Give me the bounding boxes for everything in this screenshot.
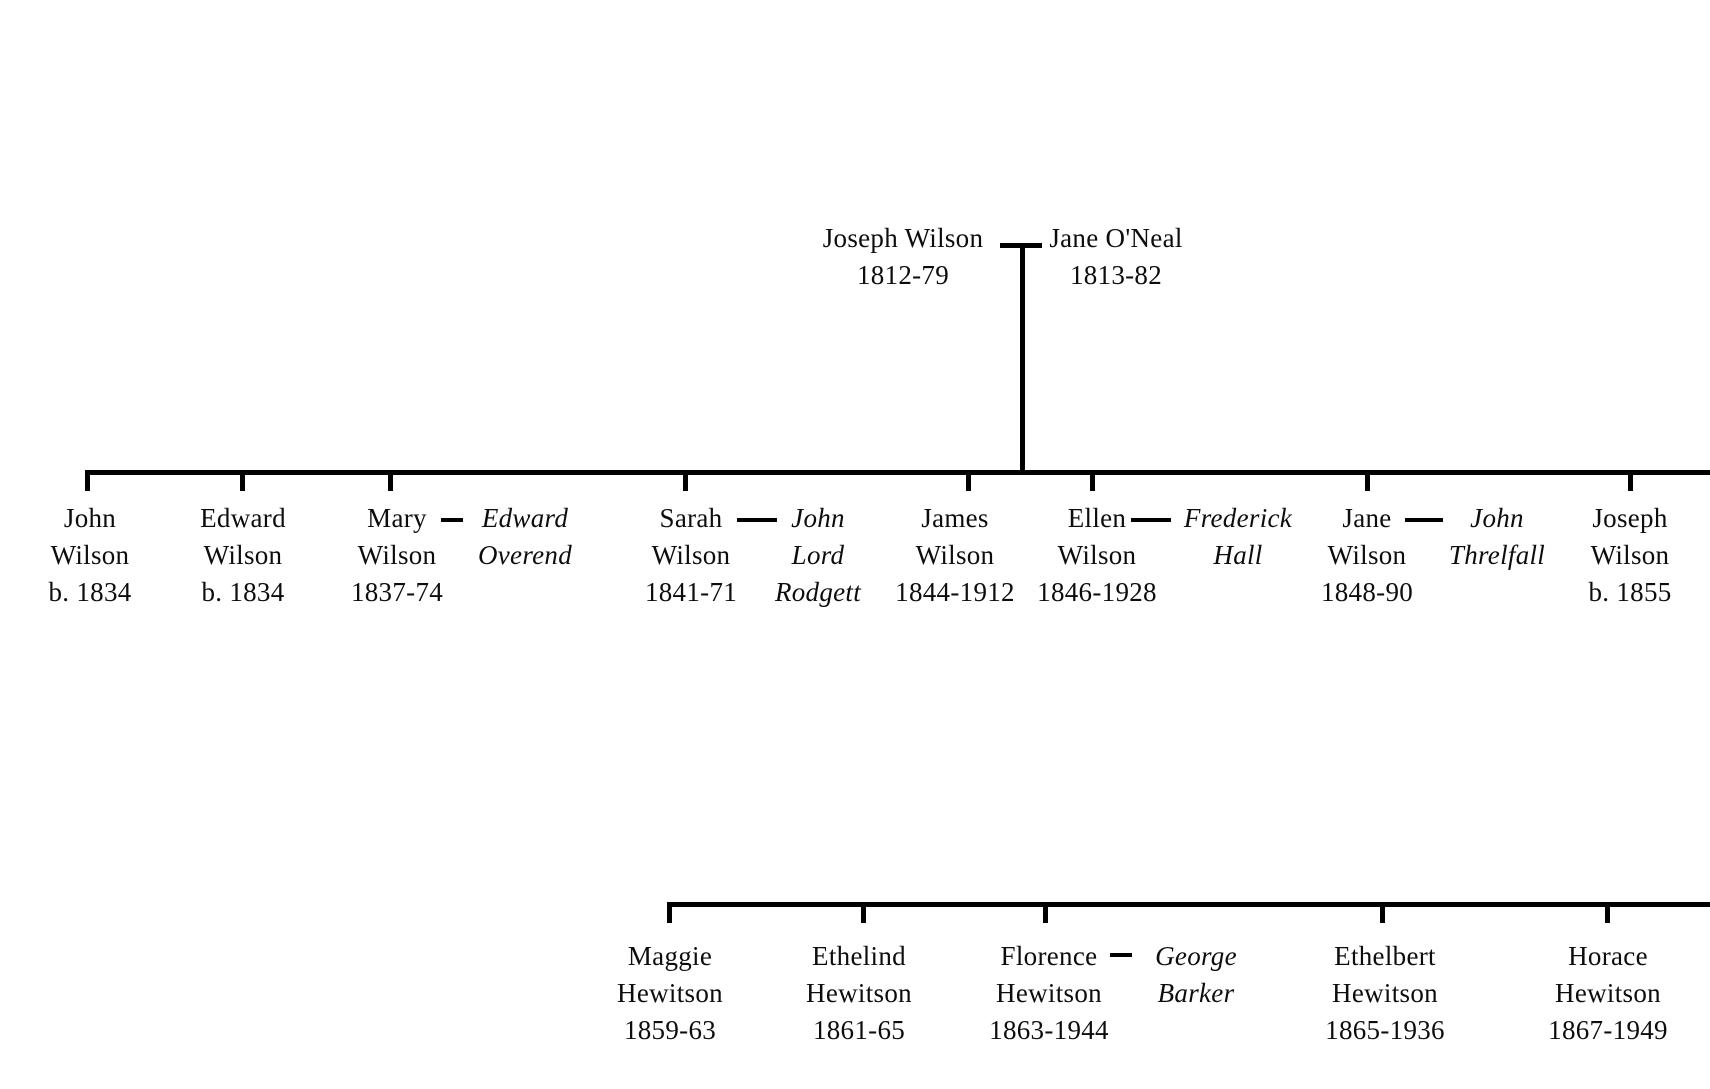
name-line: Lord (791, 540, 845, 570)
dates-line: b. 1834 (201, 577, 285, 607)
name-line: Ellen (1067, 503, 1127, 533)
spouse-george-barker: George Barker (1155, 938, 1237, 1012)
name-line: Jane O'Neal (1049, 223, 1183, 253)
connector-tick-maggie (667, 902, 672, 923)
name-line: Wilson (357, 540, 437, 570)
name-line: Wilson (1057, 540, 1137, 570)
person-ethelind-hewitson: Ethelind Hewitson 1861-65 (806, 938, 912, 1049)
dates-line: 1813-82 (1069, 260, 1163, 290)
connector-tick-ethelbert (1380, 902, 1385, 923)
dates-line: b. 1834 (48, 577, 132, 607)
name-line: John (1470, 503, 1524, 533)
sibling-line-gen3 (667, 902, 1710, 907)
name-line: Joseph Wilson (822, 223, 984, 253)
name-line: Hewitson (1332, 978, 1438, 1008)
person-james-wilson: James Wilson 1844-1912 (895, 500, 1015, 611)
connector-tick-edward (240, 470, 245, 491)
person-ellen-wilson: Ellen Wilson 1846-1928 (1037, 500, 1157, 611)
dates-line: 1837-74 (350, 577, 444, 607)
connector-tick-mary (388, 470, 393, 491)
name-line: John (791, 503, 845, 533)
name-line: Maggie (627, 941, 713, 971)
dates-line: 1812-79 (856, 260, 950, 290)
sibling-line-gen2 (85, 470, 1710, 475)
connector-tick-jane (1365, 470, 1370, 491)
name-line: Florence (1000, 941, 1098, 971)
connector-tick-james (966, 470, 971, 491)
name-line: Rodgett (774, 577, 862, 607)
person-john-wilson: John Wilson b. 1834 (48, 500, 131, 611)
person-jane-oneal: Jane O'Neal 1813-82 (1049, 220, 1182, 294)
name-line: Joseph (1592, 503, 1668, 533)
name-line: Threlfall (1448, 540, 1546, 570)
spouse-frederick-hall: Frederick Hall (1184, 500, 1292, 574)
name-line: Barker (1157, 978, 1235, 1008)
person-edward-wilson: Edward Wilson b. 1834 (200, 500, 286, 611)
spouse-john-lord-rodgett: John Lord Rodgett (775, 500, 861, 611)
dates-line: 1846-1928 (1037, 577, 1157, 607)
connector-tick-florence (1043, 902, 1048, 923)
dates-line: 1841-71 (644, 577, 738, 607)
marriage-dash-jane-threlfall (1405, 518, 1443, 522)
name-line: Wilson (1590, 540, 1670, 570)
name-line: Mary (367, 503, 427, 533)
name-line: Horace (1568, 941, 1648, 971)
person-mary-wilson: Mary Wilson 1837-74 (351, 500, 443, 611)
person-joseph-wilson-jr: Joseph Wilson b. 1855 (1588, 500, 1671, 611)
spouse-john-threlfall: John Threlfall (1449, 500, 1545, 574)
connector-tick-horace (1605, 902, 1610, 923)
marriage-dash-florence-barker (1110, 953, 1132, 957)
connector-tick-ethelind (861, 902, 866, 923)
descent-line-gen1-gen2 (1020, 243, 1025, 475)
name-line: Edward (481, 503, 569, 533)
connector-tick-ellen (1090, 470, 1095, 491)
name-line: Hewitson (617, 978, 723, 1008)
dates-line: 1859-63 (623, 1015, 717, 1045)
name-line: Hewitson (996, 978, 1102, 1008)
name-line: Wilson (1327, 540, 1407, 570)
dates-line: 1861-65 (812, 1015, 906, 1045)
spouse-edward-overend: Edward Overend (478, 500, 572, 574)
name-line: James (921, 503, 989, 533)
dates-line: b. 1855 (1588, 577, 1672, 607)
person-florence-hewitson: Florence Hewitson 1863-1944 (989, 938, 1109, 1049)
name-line: Hewitson (1555, 978, 1661, 1008)
person-jane-wilson: Jane Wilson 1848-90 (1321, 500, 1413, 611)
name-line: Wilson (50, 540, 130, 570)
dates-line: 1863-1944 (989, 1015, 1109, 1045)
person-horace-hewitson: Horace Hewitson 1867-1949 (1548, 938, 1668, 1049)
person-joseph-wilson-sr: Joseph Wilson 1812-79 (823, 220, 984, 294)
connector-tick-john (85, 470, 90, 491)
person-maggie-hewitson: Maggie Hewitson 1859-63 (617, 938, 723, 1049)
dates-line: 1844-1912 (895, 577, 1015, 607)
name-line: Hewitson (806, 978, 912, 1008)
marriage-dash-mary-overend (441, 518, 463, 522)
dates-line: 1848-90 (1320, 577, 1414, 607)
connector-tick-joseph-jr (1628, 470, 1633, 491)
dates-line: 1865-1936 (1325, 1015, 1445, 1045)
marriage-dash-ellen-hall (1131, 518, 1171, 522)
name-line: John (63, 503, 117, 533)
dates-line: 1867-1949 (1548, 1015, 1668, 1045)
person-sarah-wilson: Sarah Wilson 1841-71 (645, 500, 737, 611)
person-ethelbert-hewitson: Ethelbert Hewitson 1865-1936 (1325, 938, 1445, 1049)
name-line: Frederick (1183, 503, 1293, 533)
name-line: Hall (1213, 540, 1263, 570)
name-line: Jane (1342, 503, 1392, 533)
name-line: Wilson (651, 540, 731, 570)
name-line: Ethelbert (1334, 941, 1436, 971)
connector-tick-sarah (683, 470, 688, 491)
marriage-dash-sarah-rodgett (737, 518, 777, 522)
name-line: Edward (200, 503, 286, 533)
name-line: Sarah (659, 503, 723, 533)
name-line: Wilson (915, 540, 995, 570)
name-line: Ethelind (812, 941, 906, 971)
name-line: Wilson (203, 540, 283, 570)
name-line: Overend (477, 540, 573, 570)
name-line: George (1155, 941, 1237, 971)
